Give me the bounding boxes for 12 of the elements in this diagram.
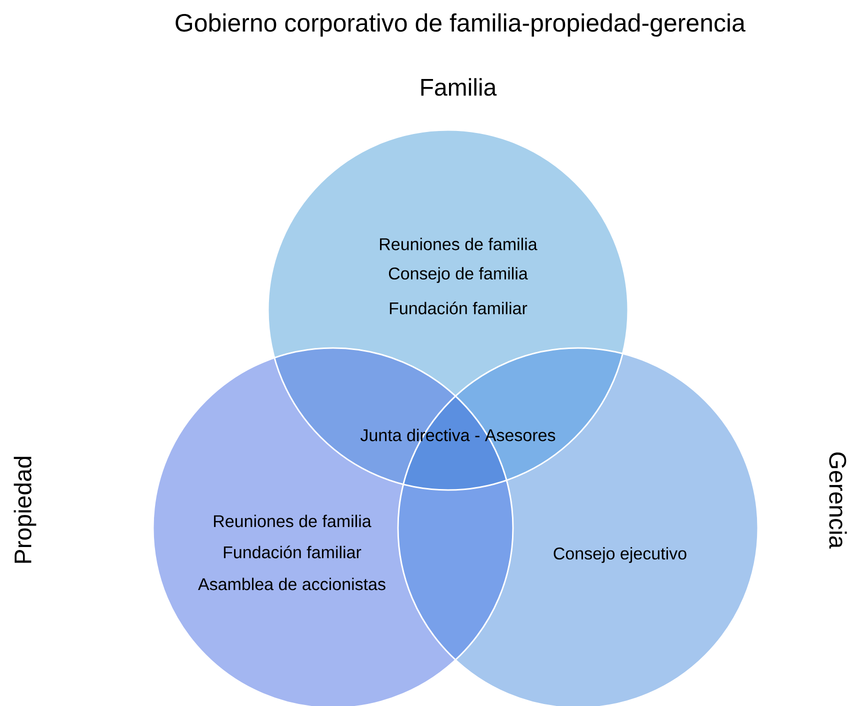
item-text: Fundación familiar — [390, 302, 528, 314]
item-text: Asamblea de accionistas — [198, 578, 386, 590]
item-text: Fundación familiar — [224, 546, 362, 558]
circle-heading: Familia — [421, 78, 497, 96]
item-text: Consejo ejecutivo — [554, 547, 686, 563]
circle-heading: Propiedad — [14, 456, 36, 563]
venn-circle — [267, 129, 629, 491]
item-text: Reuniones de familia — [380, 238, 538, 250]
title: Gobierno corporativo de familia-propiedad-gerencia — [176, 13, 746, 37]
item-text: Consejo de familia — [388, 267, 528, 283]
item-text: Reuniones de familia — [214, 514, 372, 528]
circle-heading: Gerencia — [829, 452, 847, 549]
